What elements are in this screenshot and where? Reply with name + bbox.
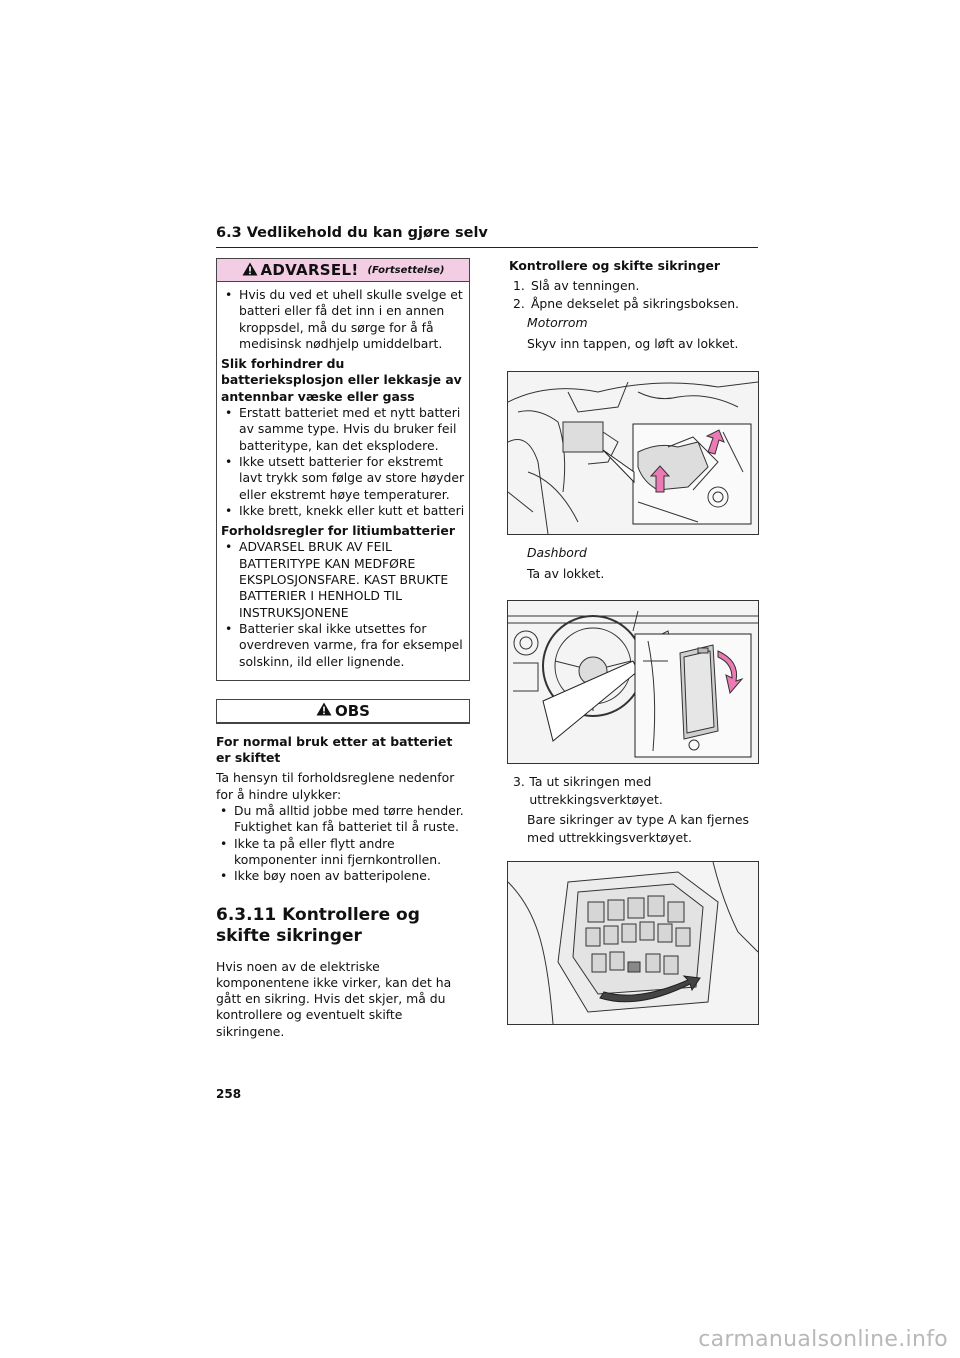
warning-intro-list: Hvis du ved et uhell skulle svelge et ba… [221,287,465,352]
list-item: Erstatt batteriet med et nytt batteri av… [221,405,465,454]
warning-box: ADVARSEL! (Fortsettelse) Hvis du ved et … [216,258,470,681]
list-item: Ikke utsett batterier for ekstremt lavt … [221,454,465,503]
section-header: 6.3 Vedlikehold du kan gjøre selv [216,225,758,248]
step-text: Ta ut sikringen med uttrekkingsverktøyet… [529,774,663,807]
step-text: Åpne dekselet på sikringsboksen. [530,295,739,311]
step-3-note: Bare sikringer av type A kan fjernes med… [527,812,749,845]
obs-body: For normal bruk etter at batteriet er sk… [216,724,470,885]
section-title: 6.3.11 Kontrollere og skifte sikringer [216,904,420,946]
warning-header: ADVARSEL! (Fortsettelse) [217,259,469,282]
warning-triangle-icon [242,261,258,280]
dashboard-fusebox-illustration [507,600,759,764]
list-item: Ikke ta på eller flytt andre komponenter… [216,836,470,869]
warning-subheading: Forholdsregler for litiumbatterier [221,523,455,539]
obs-title: OBS [335,701,370,720]
warning-title: ADVARSEL! [260,261,359,279]
list-item: Batterier skal ikke utsettes for overdre… [221,621,465,670]
list-item: Ikke bøy noen av batteripolene. [216,868,470,885]
section-body: Hvis noen av de elektriske komponentene … [216,958,452,1039]
step-3-block: 3. Ta ut sikringen med uttrekkingsverktø… [509,773,759,846]
right-column: Kontrollere og skifte sikringer 1. Slå a… [509,258,759,352]
step-number: 3. [513,774,525,789]
procedure-title: Kontrollere og skifte sikringer [509,258,721,273]
obs-list: Du må alltid jobbe med tørre hender. Fuk… [216,803,470,885]
obs-text: Ta hensyn til forholdsreglene nedenfor f… [216,770,455,802]
step-1: 1. Slå av tenningen. [509,277,759,295]
list-item: Du må alltid jobbe med tørre hender. Fuk… [216,803,470,836]
page-number: 258 [216,1087,242,1101]
warning-triangle-icon [316,701,332,720]
step-text: Slå av tenningen. [530,278,640,294]
watermark: carmanualsonline.info [698,1327,948,1352]
motorrom-text: Skyv inn tappen, og løft av lokket. [527,335,739,351]
fuse-removal-illustration [507,861,759,1025]
engine-fusebox-illustration [507,371,759,535]
dashbord-block: Dashbord Ta av lokket. [509,544,759,582]
motorrom-label: Motorrom [527,315,588,331]
list-item: ADVARSEL BRUK AV FEIL BATTERITYPE KAN ME… [221,539,465,620]
obs-box: OBS [216,698,470,724]
dashbord-label: Dashbord [527,545,587,560]
step-2: 2. Åpne dekselet på sikringsboksen. [509,295,759,313]
warning-subheading: Slik forhindrer du batterieksplosjon ell… [221,356,462,404]
warning-body: Hvis du ved et uhell skulle svelge et ba… [217,282,469,680]
obs-header: OBS [217,700,469,723]
step-number: 1. [513,278,525,294]
procedure-steps: 1. Slå av tenningen. 2. Åpne dekselet på… [509,277,759,352]
obs-subheading: For normal bruk etter at batteriet er sk… [216,733,453,766]
list-item: Hvis du ved et uhell skulle svelge et ba… [221,287,465,352]
warning-list: Erstatt batteriet med et nytt batteri av… [221,405,465,519]
dashbord-text: Ta av lokket. [527,565,605,581]
warning-subtitle: (Fortsettelse) [367,264,445,276]
list-item: Ikke brett, knekk eller kutt et batteri [221,503,465,520]
step-number: 2. [513,295,525,311]
left-column: ADVARSEL! (Fortsettelse) Hvis du ved et … [216,258,470,1040]
warning-list: ADVARSEL BRUK AV FEIL BATTERITYPE KAN ME… [221,539,465,669]
step-3: 3. Ta ut sikringen med uttrekkingsverktø… [509,773,759,808]
